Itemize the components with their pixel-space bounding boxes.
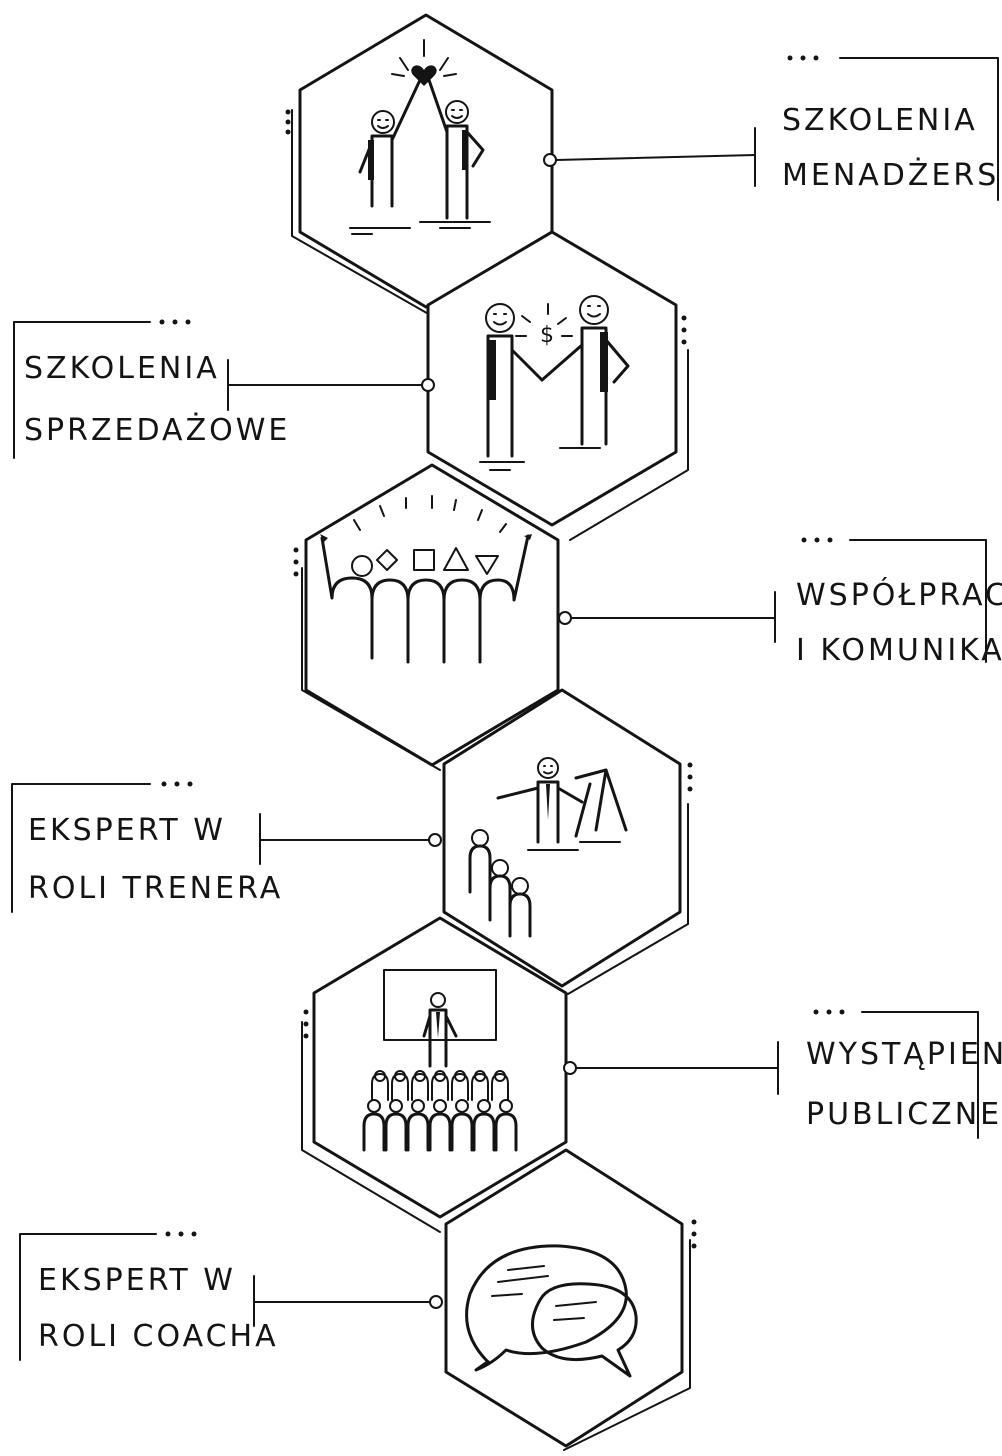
label-frame — [813, 1009, 979, 1139]
label-line2: ROLI TRENERA — [28, 871, 283, 906]
connector-line — [555, 154, 756, 161]
label-frame — [19, 1231, 197, 1361]
svg-text:$: $ — [540, 323, 554, 348]
hexagon — [444, 1148, 684, 1448]
label-line1: EKSPERT W — [38, 1263, 236, 1298]
speaker-audience-icon — [362, 969, 518, 1152]
dots-right — [687, 762, 693, 792]
hexagon — [442, 688, 682, 988]
dots-left — [303, 1009, 309, 1039]
hex-shadow-line — [563, 1239, 691, 1451]
dots-left — [285, 109, 291, 135]
label-line2: I KOMUNIKACJA — [796, 633, 1002, 668]
speech-bubbles-icon — [465, 1244, 638, 1378]
hex-wspolpraca-komunikacja: WSPÓŁPRACA I KOMUNIKACJA — [293, 463, 1002, 771]
label-line1: WSPÓŁPRACA — [796, 576, 1002, 613]
hex-shadow-line — [567, 803, 689, 995]
hex-szkolenia-menadzerskie: SZKOLENIA MENADŻERSKIE — [285, 13, 1002, 317]
dots-left — [293, 547, 299, 577]
label-frame — [11, 781, 193, 913]
handshake-dollar-icon: $ — [479, 295, 630, 471]
hex-shadow-line — [569, 349, 689, 541]
label-line1: WYSTĄPIENIA — [806, 1037, 1002, 1072]
dots-right — [681, 315, 687, 345]
connector-node — [428, 833, 442, 847]
connector-node — [558, 611, 572, 625]
label-line1: EKSPERT W — [28, 813, 226, 848]
dots-right — [691, 1219, 697, 1249]
team-cheering-icon — [320, 495, 532, 664]
label-frame — [801, 537, 987, 663]
hex-wystapienia-publiczne: WYSTĄPIENIA PUBLICZNE — [301, 916, 1002, 1233]
audience-crowd — [362, 1070, 518, 1152]
connector-node — [563, 1061, 577, 1075]
connector-node — [429, 1295, 443, 1309]
hex-shadow-line — [301, 1021, 441, 1233]
label-line2: ROLI COACHA — [38, 1319, 279, 1354]
connector-node — [421, 378, 435, 392]
label-line1: SZKOLENIA — [24, 351, 220, 386]
label-line2: PUBLICZNE — [806, 1097, 1002, 1132]
label-line2: SPRZEDAŻOWE — [24, 412, 290, 448]
trainer-flipchart-icon — [468, 757, 628, 938]
label-line2: MENADŻERSKIE — [782, 157, 1002, 193]
label-line1: SZKOLENIA — [782, 103, 978, 138]
connector-node — [543, 153, 557, 167]
label-frame — [13, 319, 191, 459]
hex-szkolenia-sprzedazowe: $ SZKOLENIA SPRZEDAŻOWE — [13, 230, 689, 541]
hexagon — [304, 463, 560, 767]
hexagon — [312, 916, 568, 1219]
hexagon — [426, 230, 678, 527]
hex-ekspert-trenera: EKSPERT W ROLI TRENERA — [11, 688, 693, 995]
label-frame — [787, 55, 999, 201]
high-five-heart-icon — [349, 39, 491, 235]
hex-shadow-line — [291, 109, 433, 317]
hex-ekspert-coacha: EKSPERT W ROLI COACHA — [19, 1148, 697, 1451]
